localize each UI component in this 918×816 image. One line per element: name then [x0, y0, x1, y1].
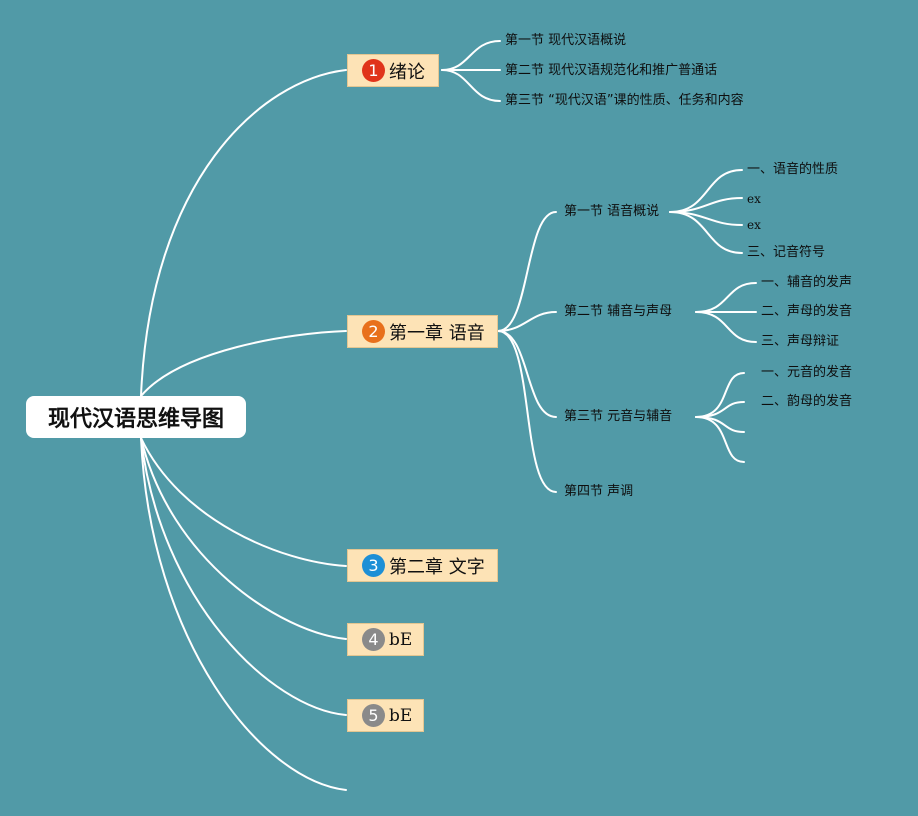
- root-title: 现代汉语思维导图: [47, 407, 224, 432]
- connector-s3-i4: [695, 416, 745, 463]
- section-label[interactable]: 第二节 辅音与声母: [564, 304, 673, 319]
- chapter-label: 第二章 文字: [389, 556, 485, 578]
- connector-ch2-s1: [497, 211, 557, 332]
- connector-root-ch2: [140, 330, 347, 397]
- chapter-label: bE: [389, 629, 413, 650]
- connector-s1-i4: [669, 211, 743, 254]
- number-badge-icon: 2: [362, 320, 385, 343]
- topic-label[interactable]: 二、韵母的发音: [761, 394, 853, 409]
- connector-s2-i1: [695, 282, 757, 313]
- chapter-label: 第一章 语音: [389, 322, 485, 344]
- connector-ch1-s3: [441, 69, 501, 102]
- number-badge-icon: 1: [362, 59, 385, 82]
- number-badge-icon: 4: [362, 628, 385, 651]
- chapter-node-4[interactable]: 4 bE: [347, 623, 424, 656]
- chapter-node-2[interactable]: 2 第一章 语音: [347, 315, 498, 348]
- connector-root-ch5: [140, 437, 347, 716]
- connector-root-ch1: [140, 69, 347, 397]
- section-label[interactable]: 第一节 现代汉语概说: [505, 33, 627, 48]
- topic-label[interactable]: 一、辅音的发声: [761, 275, 853, 290]
- section-label[interactable]: 第二节 现代汉语规范化和推广普通话: [505, 63, 718, 78]
- connector-root-ch3: [140, 437, 347, 567]
- chapter-label: 绪论: [389, 61, 425, 83]
- chapter-node-1[interactable]: 1 绪论: [347, 54, 439, 87]
- connector-ch2-s4: [497, 330, 557, 493]
- section-label[interactable]: 第三节 “现代汉语”课的性质、任务和内容: [505, 93, 744, 108]
- connector-root-ch4: [140, 437, 347, 640]
- connector-s2-i3: [695, 311, 757, 343]
- root-node[interactable]: 现代汉语思维导图: [26, 396, 246, 438]
- chapter-node-3[interactable]: 3 第二章 文字: [347, 549, 498, 582]
- connector-root-ch6: [140, 437, 347, 791]
- connector-ch2-s2: [497, 311, 557, 332]
- section-label[interactable]: 第四节 声调: [564, 484, 634, 499]
- chapter-node-5[interactable]: 5 bE: [347, 699, 424, 732]
- connector-s3-i1: [695, 372, 745, 418]
- topic-label[interactable]: 三、声母辩证: [761, 334, 840, 349]
- topic-label[interactable]: 二、声母的发音: [761, 304, 853, 319]
- section-label[interactable]: 第三节 元音与辅音: [564, 409, 673, 424]
- connector-ch1-s1: [441, 40, 501, 71]
- chapter-label: bE: [389, 705, 413, 726]
- topic-label[interactable]: 三、记音符号: [747, 245, 826, 260]
- number-badge-icon: 3: [362, 554, 385, 577]
- topic-label[interactable]: 一、语音的性质: [747, 162, 839, 177]
- number-badge-icon: 5: [362, 704, 385, 727]
- section-label[interactable]: 第一节 语音概说: [564, 204, 660, 219]
- topic-label[interactable]: 一、元音的发音: [761, 365, 853, 380]
- topic-label[interactable]: ex: [747, 192, 761, 206]
- topic-label[interactable]: ex: [747, 218, 761, 232]
